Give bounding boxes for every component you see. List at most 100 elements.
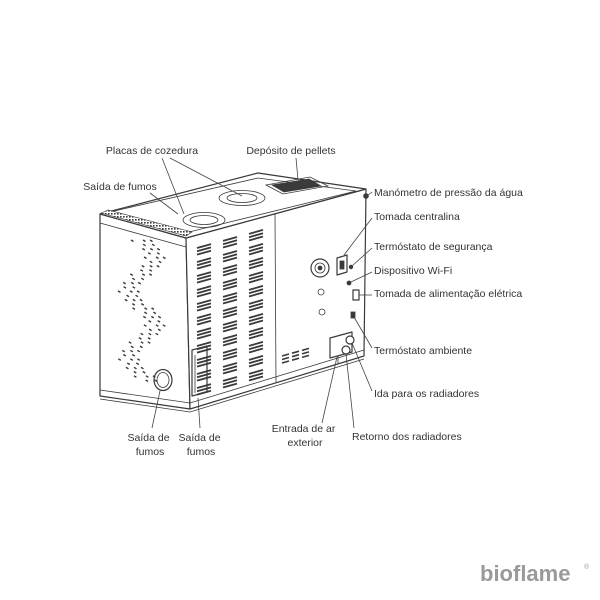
- vent-slot: [222, 298, 238, 305]
- side-perforation: [157, 319, 161, 323]
- pellet-tank-lid: [264, 176, 330, 195]
- label-line: Saída de: [179, 432, 221, 444]
- vent-slot: [196, 327, 212, 333]
- pressure-gauge: [363, 193, 369, 199]
- vent-slot: [301, 347, 310, 352]
- side-perforation: [130, 281, 135, 285]
- side-perforation: [156, 264, 160, 268]
- side-perforation: [151, 307, 155, 311]
- wifi-device: [346, 280, 352, 286]
- vent-slot: [222, 379, 238, 386]
- vent-slot: [222, 306, 238, 312]
- vent-slot: [248, 305, 264, 312]
- vent-slot: [248, 274, 264, 281]
- vent-slot: [248, 235, 264, 242]
- side-perforation: [149, 269, 153, 272]
- vent-slot: [196, 302, 212, 309]
- label-safety-thermostat: Termóstato de segurança: [374, 241, 493, 253]
- vent-slot: [196, 316, 212, 323]
- vent-slot: [222, 281, 238, 288]
- label-radiator-flow: Ida para os radiadores: [374, 388, 479, 400]
- bioflame-logo: bioflame ®: [480, 561, 590, 586]
- vent-slot: [196, 389, 212, 396]
- vent-slot: [281, 353, 290, 357]
- vent-slot: [196, 285, 212, 291]
- side-perforation: [129, 273, 134, 277]
- label-cooking-plates: Placas de cozedura: [106, 145, 198, 157]
- vent-slot: [222, 337, 238, 344]
- vent-slot: [248, 263, 264, 270]
- vent-slot: [222, 295, 238, 302]
- vent-slot: [222, 270, 238, 277]
- label-pellet-tank: Depósito de pellets: [246, 145, 335, 157]
- side-perforation: [149, 239, 153, 243]
- label-line: fumos: [187, 446, 216, 458]
- logo-registered-mark: ®: [584, 563, 590, 571]
- side-perforation: [132, 286, 136, 289]
- side-perforation: [155, 324, 159, 327]
- vent-slot: [222, 264, 238, 270]
- round-vent-gauge: [310, 258, 330, 278]
- vent-slot: [248, 369, 264, 375]
- side-perforation: [125, 366, 129, 370]
- vent-slot: [281, 356, 290, 361]
- vent-slot: [248, 246, 264, 253]
- vent-slot: [248, 271, 264, 277]
- leader-safety-thermostat: [351, 247, 373, 267]
- label-air-inlet: Entrada de ar exterior: [272, 423, 339, 449]
- side-perforation: [139, 345, 143, 349]
- label-radiator-return: Retorno dos radiadores: [352, 431, 462, 443]
- side-perforation: [149, 260, 153, 264]
- vent-slot: [248, 313, 264, 319]
- side-perforation: [156, 252, 160, 255]
- vent-slot: [248, 355, 264, 361]
- vent-slot: [196, 383, 212, 389]
- vent-slot: [196, 263, 212, 270]
- vent-slot: [196, 291, 212, 298]
- vent-slot: [196, 372, 212, 379]
- vent-slot: [291, 350, 300, 354]
- side-perforation: [131, 277, 136, 281]
- vent-slot: [291, 353, 300, 358]
- side-perforation: [140, 269, 144, 272]
- vent-slot: [196, 271, 212, 277]
- leader-lines: [149, 157, 373, 429]
- vent-slot: [196, 361, 212, 368]
- vent-slot: [222, 312, 238, 319]
- side-perforation: [150, 315, 155, 319]
- stove-left-side: [99, 213, 191, 410]
- vent-slot: [222, 362, 238, 368]
- vent-slot: [248, 232, 264, 239]
- side-perforation: [126, 362, 131, 366]
- side-perforation: [151, 243, 155, 247]
- vent-slot: [281, 360, 290, 364]
- vent-slot: [196, 344, 212, 351]
- vent-slot: [222, 368, 238, 375]
- side-perforation: [155, 332, 159, 336]
- leader-wifi-device: [350, 271, 373, 283]
- side-perforation: [140, 341, 144, 344]
- vent-slot: [248, 257, 264, 263]
- vent-slot: [222, 365, 238, 372]
- side-perforation: [142, 243, 146, 247]
- vent-slot: [248, 249, 264, 256]
- vent-slot: [222, 253, 238, 260]
- leader-cooking-plates-a: [161, 157, 185, 215]
- vent-slot: [248, 361, 264, 368]
- label-line: fumos: [136, 446, 165, 458]
- vent-slot: [222, 242, 238, 249]
- vent-slot: [196, 246, 212, 253]
- flue-outlet-left: [153, 368, 173, 392]
- side-perforation: [136, 358, 141, 361]
- side-perforation: [154, 379, 158, 383]
- vent-slot: [222, 236, 238, 242]
- label-pressure-gauge: Manómetro de pressão da água: [374, 187, 523, 199]
- logo-wordmark: bioflame: [480, 561, 570, 586]
- leader-flue-top: [149, 192, 179, 215]
- base-edge: [99, 358, 365, 413]
- vent-slot: [196, 386, 212, 393]
- control-socket-plug: [339, 260, 345, 270]
- side-perforation: [147, 252, 151, 255]
- vent-slot: [222, 284, 238, 291]
- side-perforation: [122, 281, 127, 285]
